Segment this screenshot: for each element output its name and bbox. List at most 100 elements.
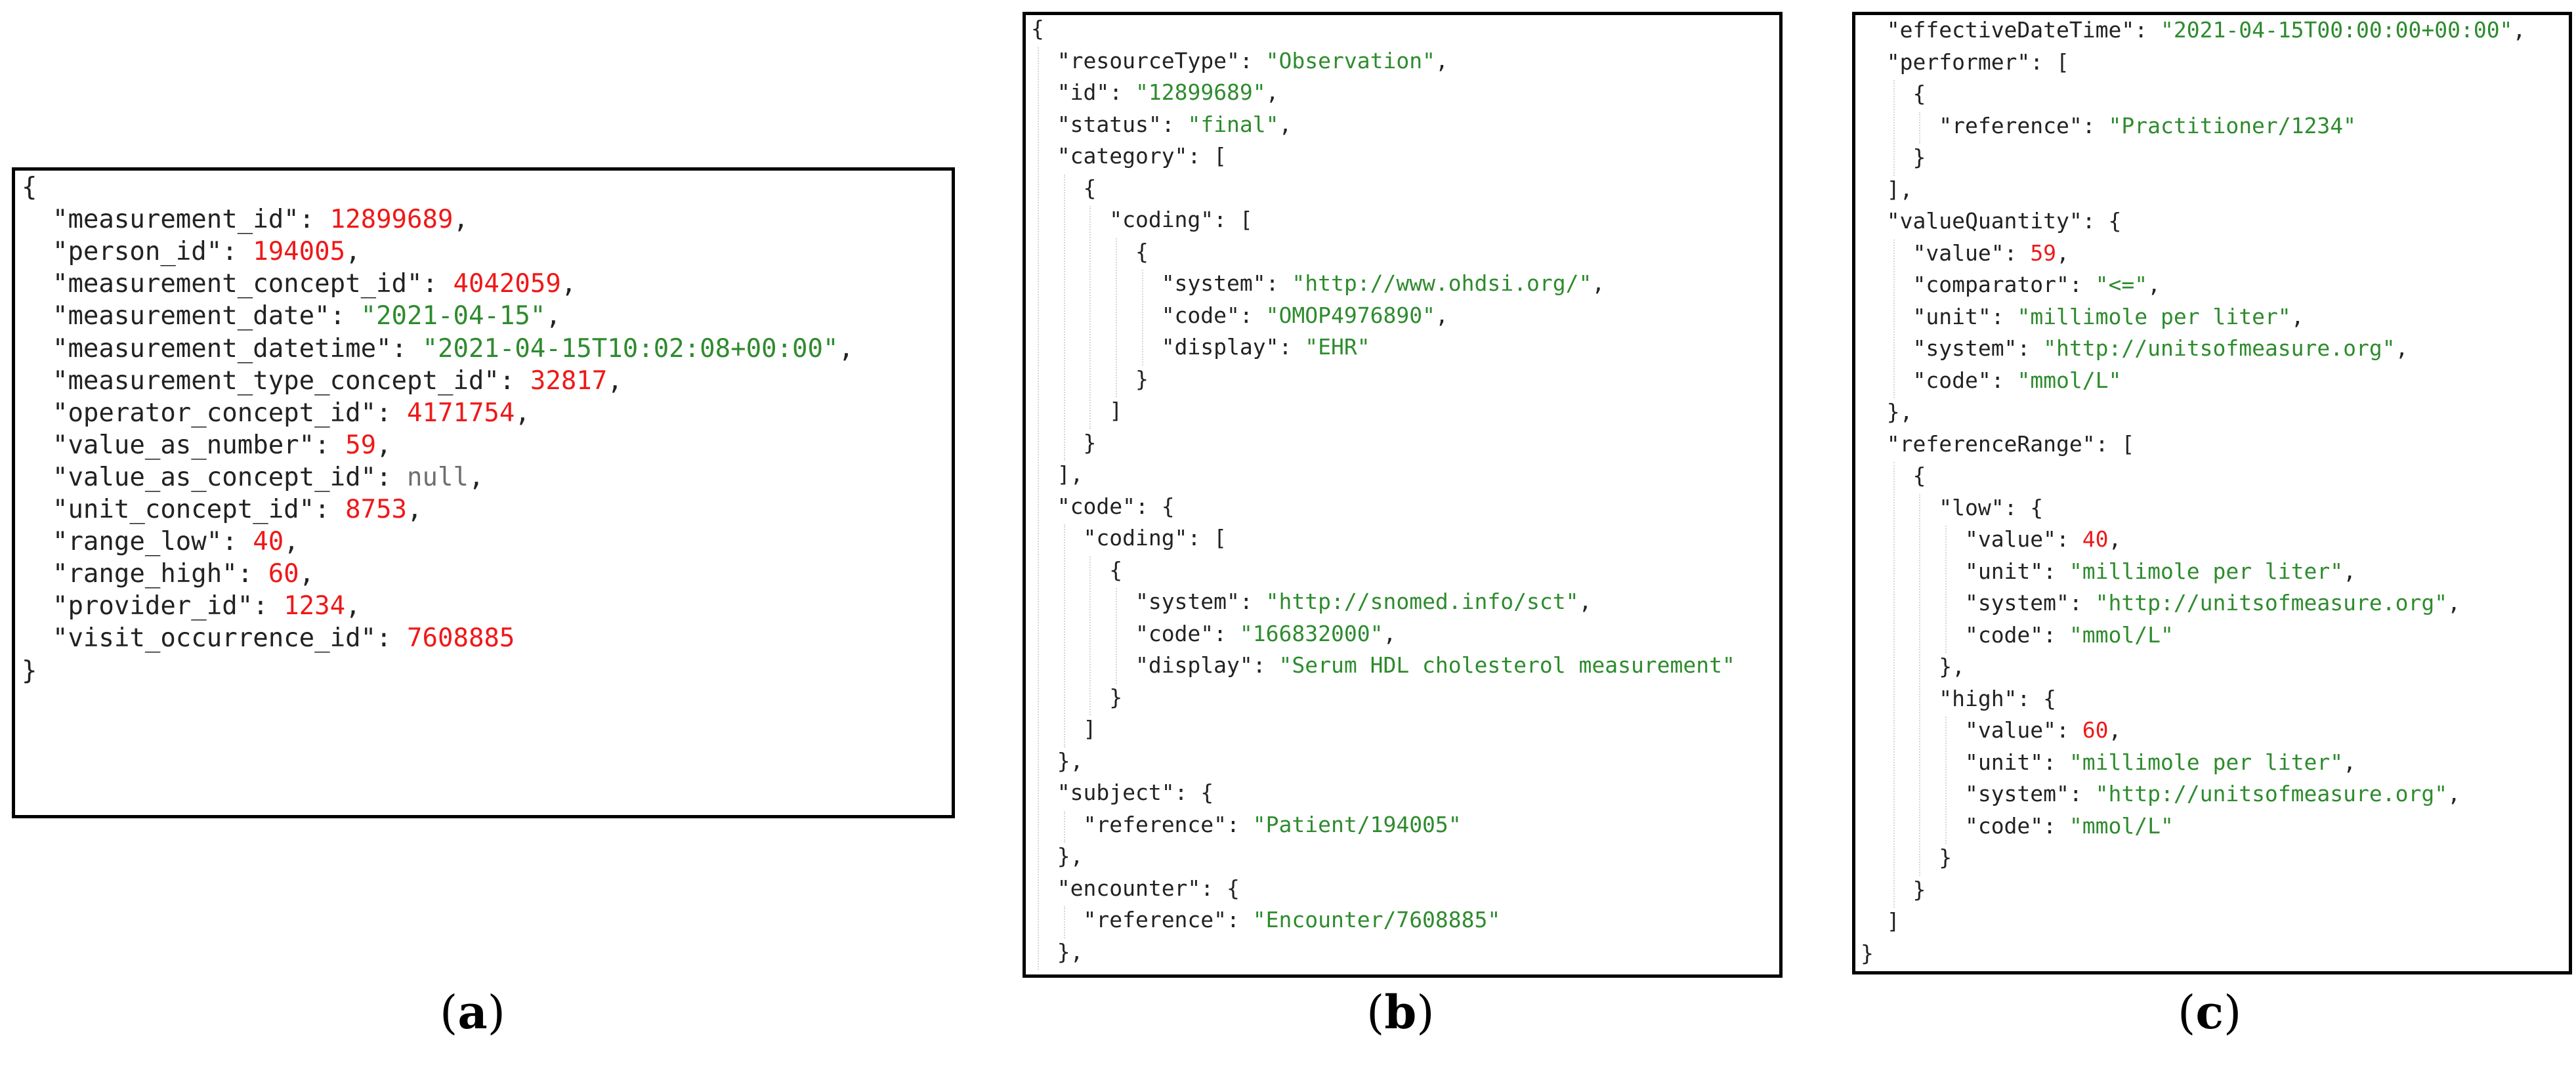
indent [1031, 366, 1135, 392]
json-punctuation: : [376, 623, 408, 654]
indent-guide [1945, 717, 1947, 844]
code-line: } [1861, 942, 1874, 964]
code-line: "subject": { [1031, 782, 1214, 803]
json-punctuation: : [1227, 811, 1253, 837]
indent [1861, 877, 1912, 902]
json-punctuation: { [22, 173, 37, 202]
indent [1031, 175, 1083, 201]
indent [22, 269, 53, 299]
indent [1031, 621, 1135, 646]
json-string-value: "http://snomed.info/sct" [1265, 589, 1579, 614]
json-key: "measurement_date" [52, 301, 330, 331]
code-line: "system": "http://www.ohdsi.org/", [1031, 272, 1605, 294]
caption-close-paren: ) [2223, 986, 2242, 1039]
indent-guide [1116, 238, 1118, 397]
json-punctuation: : [1991, 303, 2017, 329]
json-number-value: 12899689 [329, 205, 454, 235]
code-line: "value": 40, [1861, 528, 2121, 550]
indent [1861, 49, 1887, 75]
code-line: "id": "12899689", [1031, 81, 1279, 103]
code-line: "measurement_id": 12899689, [22, 207, 469, 232]
json-punctuation: : [499, 366, 530, 396]
indent [1031, 461, 1057, 487]
json-punctuation: : [ [2030, 49, 2069, 75]
json-string-value: "millimole per liter" [2069, 558, 2344, 584]
json-punctuation: , [2343, 558, 2357, 584]
json-punctuation: { [1912, 463, 1926, 488]
json-punctuation: : { [1174, 780, 1214, 805]
json-key: "code" [1964, 812, 2044, 839]
json-punctuation: } [1109, 684, 1123, 710]
json-string-value: "Practitioner/1234" [2108, 112, 2357, 138]
code-line: "system": "http://snomed.info/sct", [1031, 591, 1592, 612]
json-number-value: 4171754 [407, 398, 515, 428]
json-key: "code" [1964, 621, 2044, 648]
json-punctuation: : [376, 462, 408, 492]
json-key: "unit" [1912, 303, 1991, 329]
code-line: "range_high": 60, [22, 561, 314, 587]
indent [1031, 812, 1083, 837]
json-key: "referenceRange" [1886, 430, 2096, 457]
json-key: "value" [1964, 717, 2057, 743]
json-key: "code" [1161, 302, 1240, 328]
json-punctuation: : [ [2095, 430, 2135, 457]
code-line: }, [1031, 941, 1084, 963]
code-line: "category": [ [1031, 145, 1227, 167]
json-null-value: null [407, 462, 469, 492]
code-line: "measurement_concept_id": 4042059, [22, 271, 576, 297]
indent [1861, 654, 1939, 679]
code-line: }, [1861, 401, 1913, 423]
indent [1031, 207, 1109, 232]
indent [1031, 716, 1083, 742]
indent [1861, 272, 1912, 297]
json-punctuation: }, [1886, 399, 1913, 425]
json-punctuation: : [2056, 526, 2082, 552]
json-punctuation: , [2512, 17, 2526, 43]
code-line: "display": "Serum HDL cholesterol measur… [1031, 654, 1735, 676]
json-punctuation: ] [1083, 716, 1097, 742]
indent [1031, 430, 1083, 455]
json-string-value: "http://unitsofmeasure.org" [2095, 781, 2448, 806]
indent [22, 623, 53, 653]
indent-guide [1919, 112, 1921, 144]
json-key: "subject" [1057, 780, 1175, 805]
caption-letter: b [1384, 985, 1417, 1039]
json-punctuation: : [391, 333, 423, 364]
json-punctuation: : [1239, 589, 1266, 614]
code-line: ] [1031, 400, 1122, 421]
json-key: "operator_concept_id" [52, 398, 377, 428]
json-punctuation: { [1031, 16, 1044, 41]
json-number-value: 7608885 [407, 623, 515, 654]
indent [1861, 208, 1887, 234]
json-punctuation: : [376, 398, 408, 428]
json-punctuation: : [1278, 334, 1305, 360]
indent [1031, 684, 1109, 710]
json-string-value: "<=" [2095, 272, 2148, 297]
json-punctuation: }, [1057, 843, 1084, 869]
json-punctuation: : [253, 591, 284, 621]
json-punctuation: , [468, 462, 484, 492]
json-punctuation: : [2043, 749, 2069, 775]
json-string-value: "Observation" [1265, 47, 1435, 73]
json-string-value: "Serum HDL cholesterol measurement" [1278, 652, 1735, 678]
json-key: "provider_id" [52, 591, 253, 621]
indent [22, 366, 53, 396]
code-line: ], [1861, 178, 1913, 200]
json-punctuation: , [2056, 240, 2069, 266]
json-punctuation: , [2395, 335, 2409, 361]
json-punctuation: : [ [1187, 525, 1227, 551]
json-punctuation: , [407, 495, 423, 524]
json-punctuation: , [560, 269, 577, 299]
indent [1031, 239, 1135, 264]
json-string-value: "166832000" [1239, 620, 1383, 646]
json-punctuation: { [1135, 238, 1149, 264]
indent [1861, 686, 1939, 711]
code-line: { [22, 175, 37, 200]
json-key: "system" [1161, 270, 1266, 296]
code-line: "system": "http://unitsofmeasure.org", [1861, 335, 2409, 361]
code-line: "referenceRange": [ [1861, 430, 2135, 457]
code-line: "display": "EHR" [1031, 336, 1370, 358]
json-punctuation: , [2147, 272, 2161, 297]
json-punctuation: : [1239, 47, 1266, 73]
indent-guide [1089, 206, 1091, 429]
